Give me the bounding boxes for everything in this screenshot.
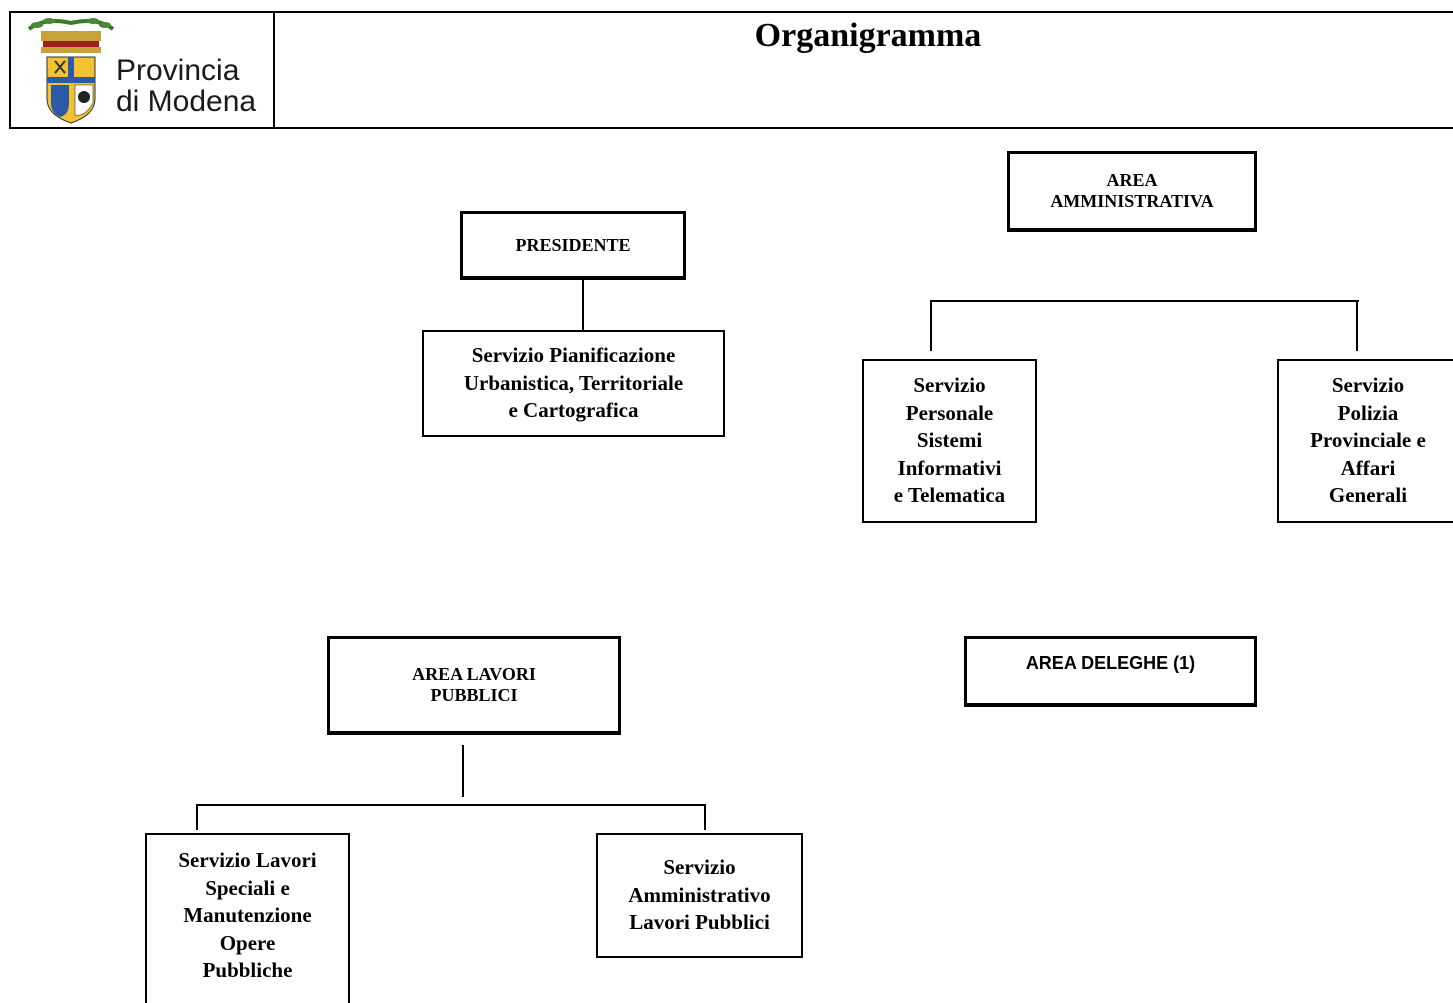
node-presidente: PRESIDENTE (460, 211, 686, 280)
provincia-coat-of-arms-icon (27, 18, 115, 124)
connector-amministrativa-horizontal (930, 300, 1359, 302)
page-title: Organigramma (754, 17, 982, 54)
node-servizio-pianificazione: Servizio Pianificazione Urbanistica, Ter… (422, 330, 725, 437)
node-area-deleghe: AREA DELEGHE (1) (964, 636, 1257, 707)
connector-lavori-horizontal (196, 804, 706, 806)
node-servizio-lavori-speciali: Servizio Lavori Speciali e Manutenzione … (145, 833, 350, 1003)
node-servizio-amministrativo-lp: Servizio Amministrativo Lavori Pubblici (596, 833, 803, 958)
node-area-amministrativa: AREA AMMINISTRATIVA (1007, 151, 1257, 232)
connector-lavori-right (704, 804, 706, 830)
connector-lavori-left (196, 804, 198, 830)
node-area-lavori-pubblici: AREA LAVORI PUBBLICI (327, 636, 621, 735)
connector-amministrativa-right (1356, 300, 1358, 351)
logo-wordmark: Provincia di Modena (116, 54, 257, 118)
node-servizio-personale: Servizio Personale Sistemi Informativi e… (862, 359, 1037, 523)
node-servizio-polizia: Servizio Polizia Provinciale e Affari Ge… (1277, 359, 1453, 523)
connector-presidente (582, 280, 584, 331)
provincia-logo: Provincia di Modena (11, 13, 275, 129)
document-header: Provincia di Modena Organigramma (9, 11, 1453, 129)
connector-lavori-vertical (462, 745, 464, 797)
connector-amministrativa-left (930, 300, 932, 351)
